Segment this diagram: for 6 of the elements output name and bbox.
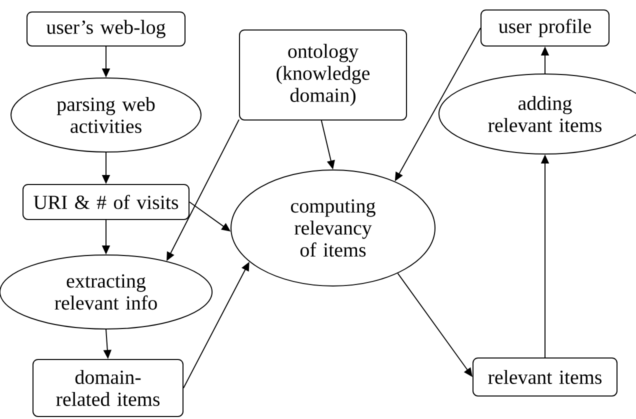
process-box: user’s web-log — [26, 12, 186, 46]
process-box: relevant items — [472, 357, 618, 396]
process-box: user profile — [480, 10, 610, 46]
process-box: domain-related items — [32, 358, 184, 417]
process-box: URI & # of visits — [22, 184, 190, 220]
process-box: ontology (knowledge domain) — [239, 30, 407, 120]
